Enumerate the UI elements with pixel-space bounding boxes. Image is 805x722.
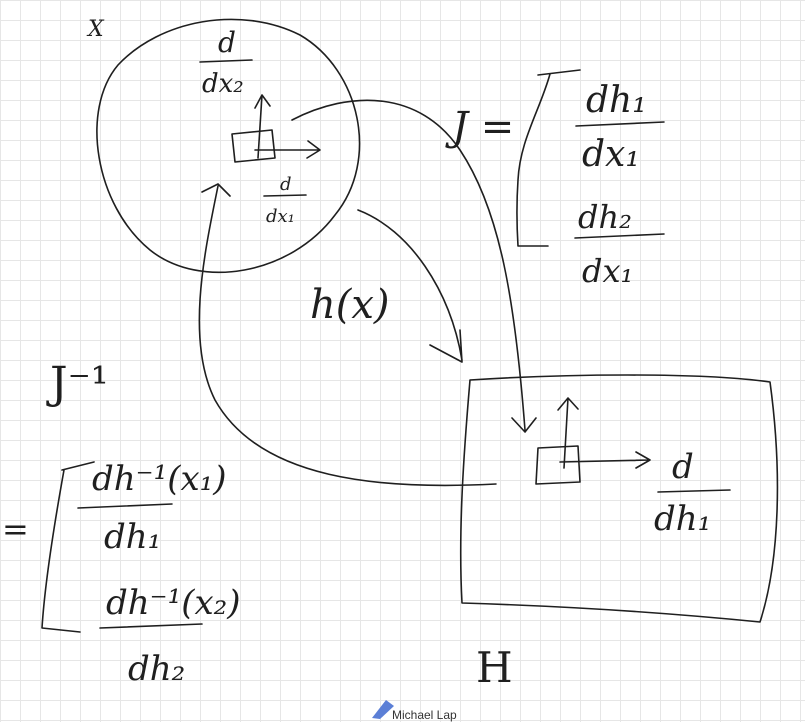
label-j-num2: dh₂ [578, 198, 632, 236]
frac-bar-ji2 [99, 623, 203, 629]
label-j-inverse: J⁻¹ [46, 358, 109, 409]
basis-square-h [535, 445, 581, 485]
collaborator-name: Michael Lap [392, 708, 457, 722]
arrow-d-dx2 [254, 94, 271, 159]
jacobian-bracket [516, 69, 581, 247]
label-ji-num2: dh⁻¹(x₂) [106, 583, 241, 623]
label-space-h: H [476, 643, 513, 692]
frac-bar-d-dx2 [199, 59, 253, 63]
label-j-num1: dh₁ [586, 80, 647, 121]
label-d-dx2-den: dx₂ [202, 69, 244, 99]
label-ji-num1: dh⁻¹(x₁) [92, 459, 227, 499]
label-d-dx1-num: d [280, 174, 292, 195]
frac-bar-j1 [575, 121, 665, 127]
arrow-up-h [557, 397, 579, 469]
label-ji-den1: dh₁ [104, 517, 161, 557]
label-jacobian-eq: J = [445, 104, 514, 150]
frac-bar-d-dx1 [263, 194, 307, 197]
jacobian-inverse-bracket [41, 461, 95, 633]
label-j-den2: dx₁ [582, 252, 633, 290]
space-h-rectangle [459, 374, 779, 623]
label-ji-den2: dh₂ [128, 649, 185, 689]
forward-map-arrow [291, 99, 537, 433]
arrow-d-dx1 [254, 140, 321, 159]
label-d-dx2-num: d [218, 26, 236, 59]
label-d-dx1-den: dx₁ [266, 206, 295, 227]
space-x-circle [96, 18, 361, 274]
label-d-dh1-num: d [672, 447, 694, 487]
hx-arrow [357, 209, 463, 363]
frac-bar-j2 [574, 233, 665, 239]
label-d-dh1-den: dh₁ [654, 499, 711, 539]
frac-bar-d-dh1 [657, 489, 731, 493]
inverse-map-arrow [198, 183, 497, 487]
label-map-hx: h(x) [310, 282, 390, 328]
collaborator-cursor-icon [372, 700, 394, 719]
label-space-x: X [86, 17, 105, 42]
basis-square-x [231, 129, 276, 163]
frac-bar-ji1 [77, 503, 173, 509]
label-equals: = [2, 510, 29, 548]
label-j-den1: dx₁ [582, 134, 640, 175]
arrow-d-dh1 [559, 451, 651, 469]
